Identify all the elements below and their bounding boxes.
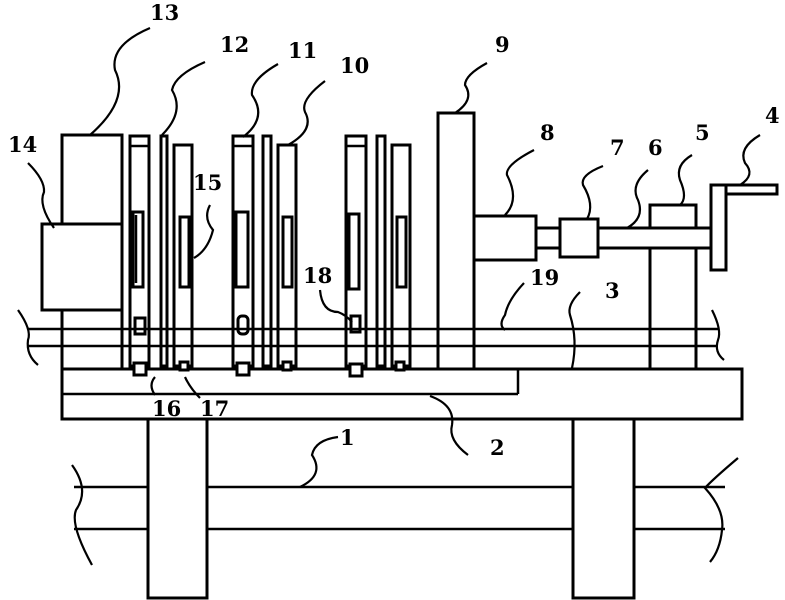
label-1: 1 <box>340 425 355 450</box>
label-5: 5 <box>695 120 710 145</box>
break-mark-right <box>703 457 739 563</box>
label-14: 14 <box>8 132 37 157</box>
label-7: 7 <box>610 135 625 160</box>
ground-beam <box>71 457 739 566</box>
motor-box <box>40 222 124 312</box>
label-2: 2 <box>490 435 505 460</box>
slider-pin <box>133 316 147 336</box>
roller-16 <box>132 361 148 377</box>
label-13: 13 <box>150 0 179 25</box>
label-18: 18 <box>303 263 332 288</box>
roller-17 <box>178 360 190 372</box>
nut-block <box>472 214 538 262</box>
leg-left <box>146 416 209 600</box>
label-9: 9 <box>495 32 510 57</box>
slider-pin <box>236 314 250 336</box>
leg-right <box>571 416 636 600</box>
label-17: 17 <box>200 396 229 421</box>
label-10: 10 <box>340 53 369 78</box>
label-12: 12 <box>220 32 249 57</box>
slide-plate-group-3 <box>344 134 412 378</box>
slider-pin <box>349 314 362 334</box>
slide-plate-group-1 <box>128 134 194 377</box>
crank-handle <box>724 183 779 196</box>
label-16: 16 <box>152 396 181 421</box>
label-15: 15 <box>193 170 222 195</box>
break-mark-left <box>71 464 93 566</box>
crank-plate <box>709 183 728 272</box>
label-6: 6 <box>648 135 663 160</box>
part-labels: 13 12 11 10 9 8 7 6 5 4 14 15 18 19 3 16… <box>8 0 780 460</box>
label-11: 11 <box>288 38 317 63</box>
vertical-plate <box>436 111 476 371</box>
label-8: 8 <box>540 120 555 145</box>
coupling <box>558 217 600 259</box>
guide-rod <box>17 309 725 366</box>
label-4: 4 <box>765 103 780 128</box>
slide-plate-group-2 <box>231 134 298 377</box>
label-3: 3 <box>605 278 620 303</box>
label-19: 19 <box>530 265 559 290</box>
leader-lines <box>27 26 761 488</box>
